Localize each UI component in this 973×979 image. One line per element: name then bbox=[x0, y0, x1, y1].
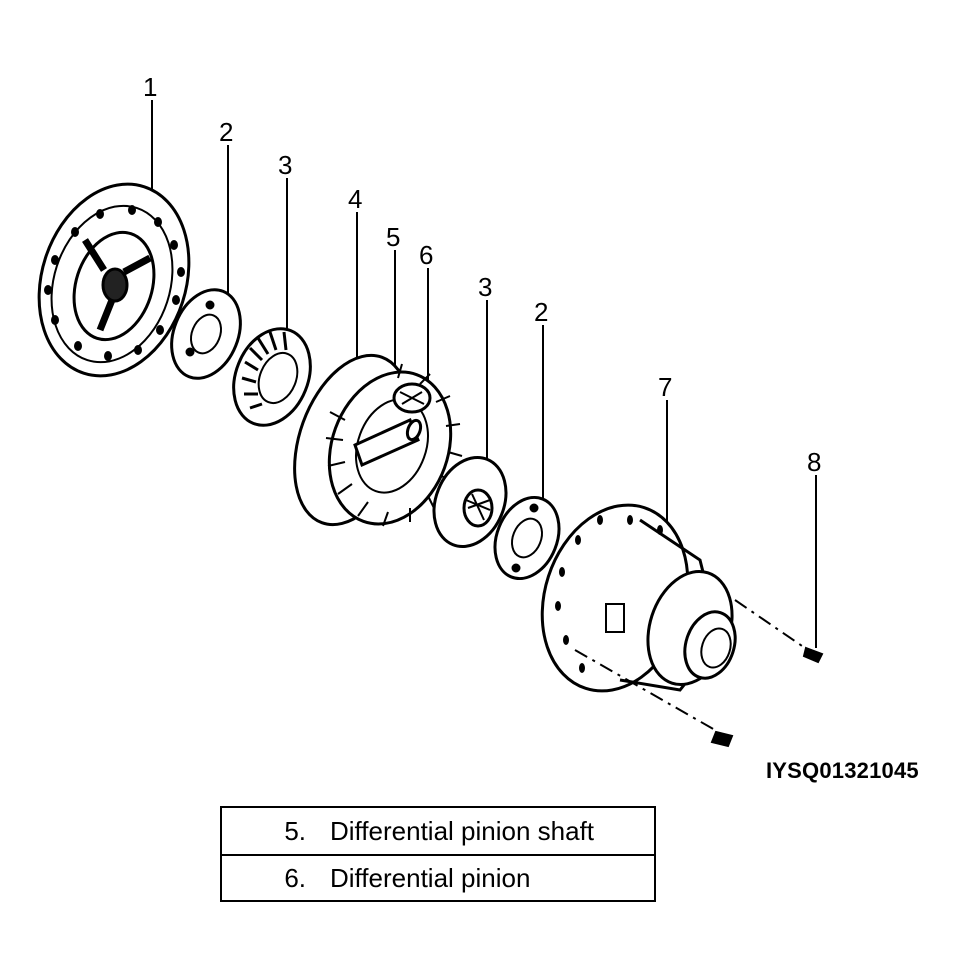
callout-2-left: 2 bbox=[219, 117, 233, 147]
part-7-case-half bbox=[540, 503, 737, 693]
leader-lines bbox=[151, 100, 817, 648]
legend-row: 5. Differential pinion shaft bbox=[222, 808, 654, 854]
legend-number: 5. bbox=[284, 815, 306, 846]
callout-5: 5 bbox=[386, 222, 400, 252]
part-2-thrust-washer-right bbox=[493, 495, 561, 581]
callout-labels: 1 2 3 4 5 6 3 2 7 8 bbox=[143, 72, 821, 477]
part-6-differential-pinion bbox=[392, 382, 432, 414]
callout-3-right: 3 bbox=[478, 272, 492, 302]
part-3-side-gear-right bbox=[432, 455, 508, 549]
legend-row: 6. Differential pinion bbox=[222, 854, 654, 900]
alignment-lines bbox=[574, 599, 806, 731]
callout-8: 8 bbox=[807, 447, 821, 477]
callout-2-right: 2 bbox=[534, 297, 548, 327]
legend-part-name: Differential pinion shaft bbox=[330, 815, 595, 846]
part-1-case-cover bbox=[37, 182, 191, 378]
callout-4: 4 bbox=[348, 184, 362, 214]
part-8-bolts bbox=[710, 646, 824, 748]
callout-6: 6 bbox=[419, 240, 433, 270]
callout-3-left: 3 bbox=[278, 150, 292, 180]
legend-part-name: Differential pinion bbox=[330, 862, 531, 893]
legend-number: 6. bbox=[284, 862, 306, 893]
part-3-side-gear-left bbox=[232, 327, 312, 427]
figure-code: IYSQ01321045 bbox=[766, 758, 919, 783]
part-2-thrust-washer-left bbox=[170, 288, 242, 380]
parts-legend-table: 5. Differential pinion shaft 6. Differen… bbox=[220, 806, 656, 902]
callout-7: 7 bbox=[658, 372, 672, 402]
callout-1: 1 bbox=[143, 72, 157, 102]
part-5-pinion-shaft bbox=[353, 417, 423, 468]
